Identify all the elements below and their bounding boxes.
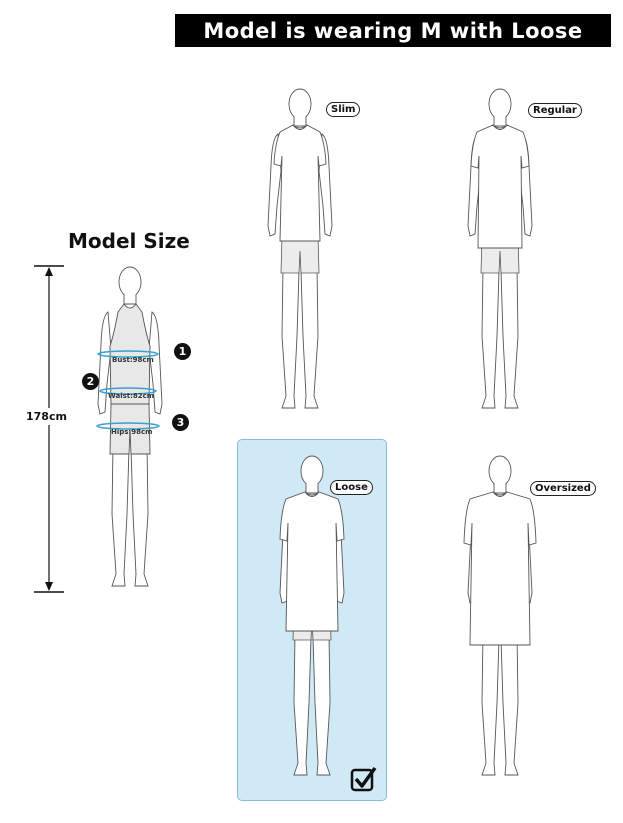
slim-fit-figure[interactable] — [250, 86, 350, 418]
body-outline — [97, 266, 163, 587]
model-size-heading: Model Size — [68, 229, 190, 253]
t-shirt — [279, 491, 345, 632]
hips-measurement: Hips:98cm — [111, 428, 153, 436]
tank-top — [109, 303, 151, 455]
t-shirt — [470, 124, 530, 249]
fit-label-slim: Slim — [326, 102, 361, 117]
measure-lines — [96, 350, 160, 430]
bust-number-badge: 1 — [174, 343, 191, 360]
loose-fit-figure[interactable] — [262, 453, 362, 785]
height-label: 178cm — [26, 408, 67, 425]
title-banner: Model is wearing M with Loose — [175, 14, 611, 47]
hips-number-badge: 3 — [172, 414, 189, 431]
waist-measurement: Waist:82cm — [108, 392, 155, 400]
model-figure — [97, 266, 163, 587]
waist-number-badge: 2 — [82, 373, 99, 390]
fit-label-loose: Loose — [330, 480, 373, 495]
checkbox-checked-icon[interactable] — [350, 765, 377, 792]
bust-measurement: Bust:98cm — [112, 356, 154, 364]
regular-fit-figure[interactable] — [450, 86, 550, 418]
fit-label-regular: Regular — [528, 103, 582, 118]
fit-label-oversized: Oversized — [530, 481, 596, 496]
body-outline — [467, 88, 533, 409]
shorts — [280, 235, 320, 274]
t-shirt — [273, 124, 327, 242]
t-shirt — [463, 491, 537, 646]
height-arrow — [34, 265, 64, 593]
oversized-fit-figure[interactable] — [450, 453, 550, 785]
